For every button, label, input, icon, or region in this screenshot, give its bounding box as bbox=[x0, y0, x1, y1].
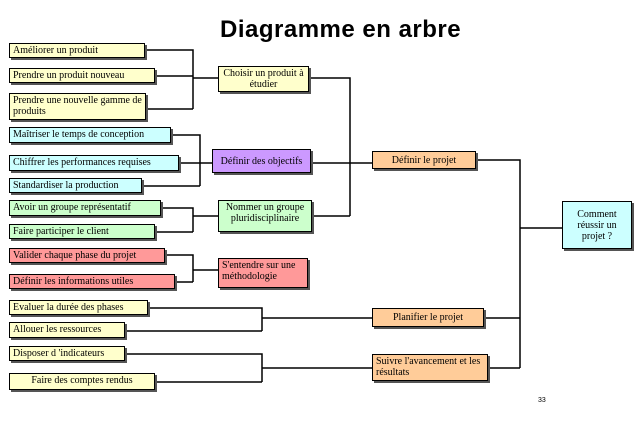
leaf-standardiser: Standardiser la production bbox=[9, 178, 142, 193]
leaf-ameliorer-produit: Améliorer un produit bbox=[9, 43, 145, 58]
leaf-valider-phase: Valider chaque phase du projet bbox=[9, 248, 165, 263]
leaf-produit-nouveau: Prendre un produit nouveau bbox=[9, 68, 155, 83]
leaf-comptes-rendus: Faire des comptes rendus bbox=[9, 373, 155, 390]
leaf-allouer-ressources: Allouer les ressources bbox=[9, 322, 125, 338]
node-definir-objectifs: Définir des objectifs bbox=[212, 149, 311, 173]
page-number: 33 bbox=[538, 397, 546, 404]
root-reussir-projet: Comment réussir un projet ? bbox=[562, 201, 632, 249]
leaf-performances-requises: Chiffrer les performances requises bbox=[9, 155, 179, 171]
leaf-groupe-representatif: Avoir un groupe représentatif bbox=[9, 200, 161, 216]
leaf-nouvelle-gamme: Prendre une nouvelle gamme de produits bbox=[9, 93, 146, 120]
leaf-temps-conception: Maîtriser le temps de conception bbox=[9, 127, 171, 143]
page-title: Diagramme en arbre bbox=[220, 16, 462, 43]
node-choisir-produit: Choisir un produit à étudier bbox=[218, 66, 309, 92]
node-suivre-avancement: Suivre l'avancement et les résultats bbox=[372, 354, 488, 381]
node-methodologie: S'entendre sur une méthodologie bbox=[218, 258, 308, 288]
leaf-indicateurs: Disposer d 'indicateurs bbox=[9, 346, 125, 361]
leaf-duree-phases: Evaluer la durée des phases bbox=[9, 300, 148, 315]
node-nommer-groupe: Nommer un groupe pluridisciplinaire bbox=[218, 200, 312, 232]
root-label: Comment réussir un projet ? bbox=[577, 208, 617, 242]
leaf-participer-client: Faire participer le client bbox=[9, 224, 155, 239]
node-definir-projet: Définir le projet bbox=[372, 151, 476, 169]
leaf-informations-utiles: Définir les informations utiles bbox=[9, 274, 175, 289]
node-planifier-projet: Planifier le projet bbox=[372, 308, 484, 327]
